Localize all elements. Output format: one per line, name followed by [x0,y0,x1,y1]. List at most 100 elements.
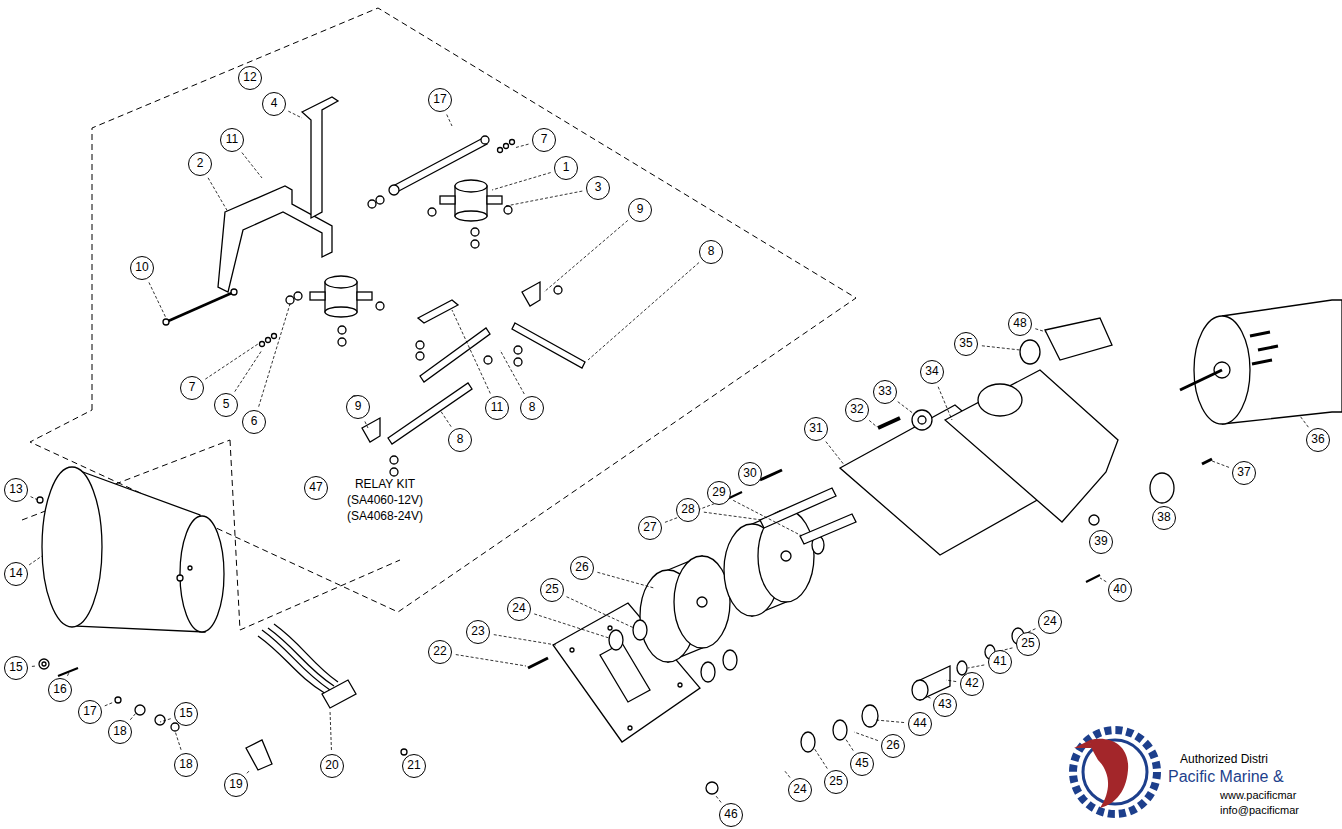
callout-number: 4 [262,92,286,116]
leader-line [452,310,490,393]
callout-number: 1 [554,156,578,180]
callout-number: 43 [933,693,957,717]
callout-number: 15 [174,702,198,726]
callout-number: 46 [719,803,743,827]
callout-number: 19 [224,773,248,797]
leader-line [814,748,827,769]
leader-line [67,671,70,676]
callout-number: 17 [428,88,452,112]
callout-number: 45 [850,752,874,776]
dealer-text: www.pacificmar [1220,789,1296,801]
callout-number: 11 [485,396,509,420]
leader-line [160,719,171,722]
callout-number: 9 [628,198,652,222]
callout-number: 18 [174,753,198,777]
leader-line [500,350,524,394]
leader-line [205,344,258,379]
callout-number: 24 [1038,610,1062,634]
dealer-text: Authorized Distri [1180,752,1268,766]
leader-line [784,770,790,778]
callout-number: 33 [873,380,897,404]
callout-number: 42 [960,672,984,696]
callout-number: 29 [707,481,731,505]
leader-line [175,731,181,750]
callout-number: 22 [428,640,452,664]
callout-number: 15 [4,656,28,680]
callout-number: 24 [788,778,812,802]
callout-number: 16 [48,678,72,702]
kit-note: RELAY KIT (SA4060-12V) (SA4068-24V) [330,476,440,524]
callout-number: 7 [532,128,556,152]
leader-line [1300,416,1308,427]
callout-number: 48 [1008,312,1032,336]
leader-line [544,220,628,292]
leader-line [854,732,878,741]
leader-line [456,655,526,666]
callout-number: 23 [466,620,490,644]
leader-line [869,420,877,427]
leader-line [876,720,904,723]
leader-line [288,111,302,118]
dealer-logo [1073,730,1157,814]
callout-number: 30 [738,462,762,486]
callout-number: 20 [320,754,344,778]
leader-line [208,178,228,212]
callout-number: 9 [346,395,370,419]
callout-number: 41 [988,650,1012,674]
callout-number: 11 [220,128,244,152]
callout-number: 10 [130,256,154,280]
gearbox-parts [528,300,1342,794]
leader-line [235,350,262,392]
leader-line [534,614,609,638]
leader-line [733,500,802,536]
callout-number: 44 [908,712,932,736]
leader-line [32,666,36,667]
leader-line [242,153,262,178]
leader-line [492,173,551,190]
leader-line [494,635,556,645]
leader-line [1100,578,1106,582]
callout-number: 27 [638,516,662,540]
leader-line [1212,461,1229,467]
leader-line [29,556,42,565]
leader-line [506,191,582,206]
leader-line [716,796,721,802]
callout-number: 25 [824,770,848,794]
leader-line [938,387,952,420]
callout-number: 8 [448,428,472,452]
callout-number: 6 [242,410,266,434]
dealer-text: Pacific Marine & [1168,768,1284,786]
leader-line [149,282,166,318]
leader-line [365,421,368,428]
callout-number: 17 [78,700,102,724]
leader-line [982,346,1020,350]
leader-line [588,263,699,360]
callout-number: 31 [804,417,828,441]
leader-line [597,572,654,588]
callout-number: 37 [1232,461,1256,485]
leader-line [567,597,634,628]
leader-line [31,497,38,500]
callout-number: 40 [1108,578,1132,602]
callout-number: 8 [699,240,723,264]
callout-number: 12 [238,66,262,90]
callout-number: 26 [570,556,594,580]
leader-line [514,144,529,148]
callout-number: 32 [845,398,869,422]
relay-parts [163,97,585,476]
callout-number: 36 [1306,428,1330,452]
callout-number: 7 [180,376,204,400]
callout-number: 25 [540,578,564,602]
callout-number: 28 [676,498,700,522]
callout-number: 8 [520,396,544,420]
callout-number: 2 [188,152,212,176]
callout-number: 24 [507,597,531,621]
callout-number: 21 [402,754,426,778]
callout-number: 5 [214,393,238,417]
leader-line [440,410,451,427]
dealer-text: info@pacificmar [1220,804,1299,816]
leader-line [447,115,452,126]
callout-number: 34 [920,360,944,384]
leader-line [845,738,853,751]
